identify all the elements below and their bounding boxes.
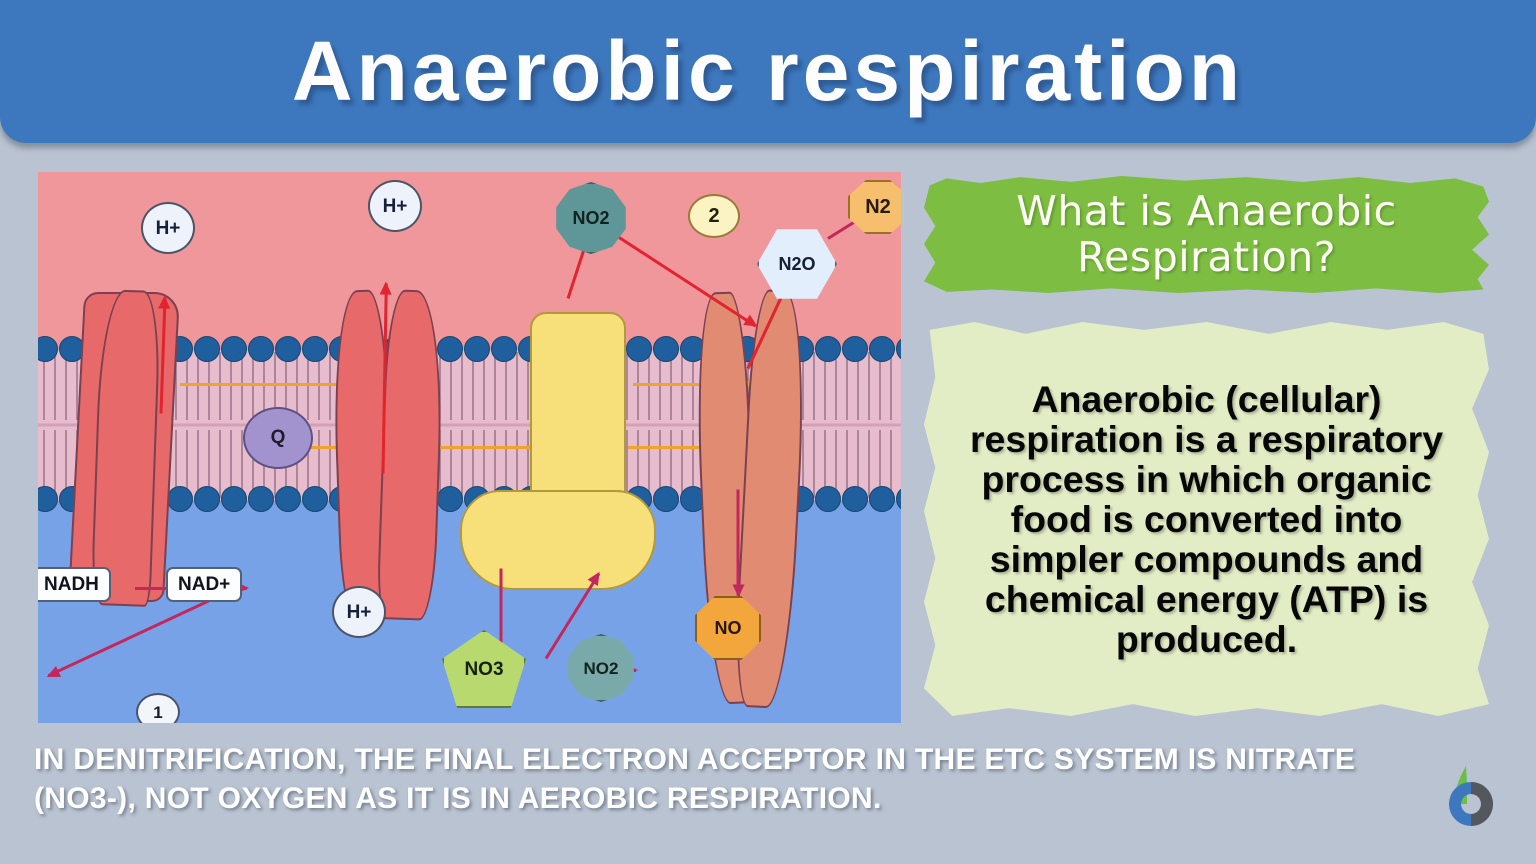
lipid-head (275, 486, 301, 512)
no2-transport-arrow (612, 232, 757, 328)
marker-badge-2: 2 (688, 194, 740, 238)
lipid-head (194, 486, 220, 512)
nad-plus-label: NAD+ (178, 574, 231, 595)
lipid-head (815, 336, 841, 362)
lipid-head (437, 336, 463, 362)
no-label: NO (714, 618, 742, 638)
lipid-head (248, 486, 274, 512)
lipid-head (38, 336, 58, 362)
n2o-label: N2O (778, 254, 816, 274)
molecule-h-plus-left: H+ (141, 202, 195, 254)
page-header-bar: Anaerobic respiration (0, 0, 1536, 143)
molecule-h-plus-bottom: H+ (332, 586, 386, 638)
lipid-head (221, 486, 247, 512)
lipid-head (275, 336, 301, 362)
h-plus-left-label: H+ (155, 217, 181, 239)
section-banner: What is Anaerobic Respiration? (924, 176, 1489, 293)
molecule-n2: N2 (848, 180, 901, 234)
marker-2-label: 2 (708, 205, 720, 227)
lipid-head (896, 486, 901, 512)
membrane-diagram: Q H+ H+ NO2 2 N2O N2 NADH NAD+ H+ NO3 NO… (38, 172, 901, 723)
quinone-label: Q (270, 427, 286, 448)
h-plus-bottom-label: H+ (346, 601, 372, 623)
molecule-no: NO (695, 596, 761, 660)
lipid-head (464, 336, 490, 362)
reductase-down-arrow (736, 489, 740, 596)
lipid-head (248, 336, 274, 362)
molecule-nad-plus: NAD+ (166, 567, 243, 602)
definition-text: Anaerobic (cellular) respiration is a re… (969, 377, 1444, 661)
lipid-head (221, 336, 247, 362)
lipid-head (842, 486, 868, 512)
lipid-head (869, 486, 895, 512)
figure-caption: IN DENITRIFICATION, THE FINAL ELECTRON A… (34, 743, 1356, 815)
definition-card: Anaerobic (cellular) respiration is a re… (924, 322, 1489, 716)
atp-synthase-head (460, 490, 656, 590)
lipid-head (815, 486, 841, 512)
molecule-nadh: NADH (38, 567, 111, 602)
lipid-head (491, 336, 517, 362)
lipid-head (896, 336, 901, 362)
section-banner-title: What is Anaerobic Respiration? (1016, 186, 1397, 281)
lipid-head (653, 486, 679, 512)
no2-bottom-label: NO2 (583, 658, 619, 678)
lipid-head (194, 336, 220, 362)
molecule-no2-top: NO2 (556, 182, 626, 254)
marker-badge-1: 1 (136, 693, 180, 723)
biology-online-logo (1448, 766, 1493, 827)
lipid-head (653, 336, 679, 362)
lipid-head (38, 486, 58, 512)
lipid-head (842, 336, 868, 362)
molecule-no2-bottom: NO2 (568, 634, 634, 702)
nadh-label: NADH (44, 574, 99, 595)
lipid-head (167, 486, 193, 512)
lipid-head (869, 336, 895, 362)
n2-label: N2 (865, 196, 891, 218)
marker-1-label: 1 (153, 702, 163, 722)
lipid-head (626, 336, 652, 362)
lipid-head (302, 336, 328, 362)
lipid-head (302, 486, 328, 512)
quinone-molecule: Q (243, 407, 313, 469)
h-plus-mid-label: H+ (382, 195, 408, 217)
no2-top-label: NO2 (572, 208, 610, 228)
lipid-head (437, 486, 463, 512)
molecule-h-plus-mid: H+ (368, 180, 422, 232)
no3-label: NO3 (464, 658, 504, 680)
page-title: Anaerobic respiration (291, 24, 1245, 118)
